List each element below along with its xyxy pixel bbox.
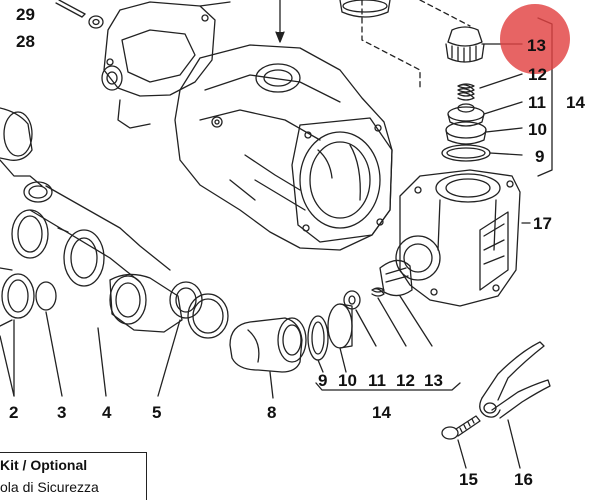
legend-optional: Optional xyxy=(30,457,88,473)
highlight-marker xyxy=(500,4,570,74)
callout-2: 2 xyxy=(9,403,19,422)
pipe-fittings-left xyxy=(0,107,229,339)
legend-safety-valve: ola di Sicurezza xyxy=(0,479,99,495)
pin-part xyxy=(55,0,86,18)
callout-16: 16 xyxy=(514,470,533,489)
cap-part xyxy=(339,0,391,18)
callout-17: 17 xyxy=(533,214,552,233)
valve-cap-13 xyxy=(445,26,485,63)
legend-separator: / xyxy=(18,457,31,473)
callout-9-top: 9 xyxy=(535,147,545,166)
valve-cartridge xyxy=(371,259,413,297)
legend-kit: Kit xyxy=(0,457,19,473)
callout-5: 5 xyxy=(152,403,162,422)
valve-11 xyxy=(447,103,485,127)
callout-28: 28 xyxy=(16,32,35,51)
valve-seat-10 xyxy=(445,121,487,145)
spring-12 xyxy=(457,83,475,101)
elbow-8 xyxy=(229,317,307,373)
callout-10-bottom: 10 xyxy=(338,371,357,390)
callout-14-right: 14 xyxy=(566,93,585,112)
callout-13-top: 13 xyxy=(527,36,546,55)
o-ring-9 xyxy=(441,144,491,162)
valve-housing-17 xyxy=(395,169,521,307)
callout-12-top: 12 xyxy=(528,65,547,84)
seat-lower-10 xyxy=(327,303,353,349)
legend-box: Kit / Optional ola di Sicurezza xyxy=(0,452,147,500)
fork-bracket-16 xyxy=(479,341,551,419)
callout-3: 3 xyxy=(57,403,67,422)
legend-kit-optional: Kit / Optional xyxy=(0,457,87,473)
callout-12-bottom: 12 xyxy=(396,371,415,390)
callout-14-bottom: 14 xyxy=(372,403,391,422)
callout-13-bottom: 13 xyxy=(424,371,443,390)
callout-11-bottom: 11 xyxy=(368,371,386,390)
screw-15 xyxy=(441,415,481,440)
assembly-arrow xyxy=(275,0,285,43)
callout-29: 29 xyxy=(16,5,35,24)
washer-part xyxy=(88,15,104,29)
callout-10-top: 10 xyxy=(528,120,547,139)
bracket-14-bottom xyxy=(315,382,461,391)
head-block-top xyxy=(101,1,231,129)
callout-9-bottom: 9 xyxy=(318,371,328,390)
valve-lower-11 xyxy=(343,290,361,310)
o-ring-lower-9 xyxy=(307,315,329,361)
callout-4: 4 xyxy=(102,403,112,422)
crankcase-body xyxy=(174,44,393,251)
callout-8: 8 xyxy=(267,403,277,422)
callout-15: 15 xyxy=(459,470,478,489)
callout-11-top: 11 xyxy=(528,93,546,112)
